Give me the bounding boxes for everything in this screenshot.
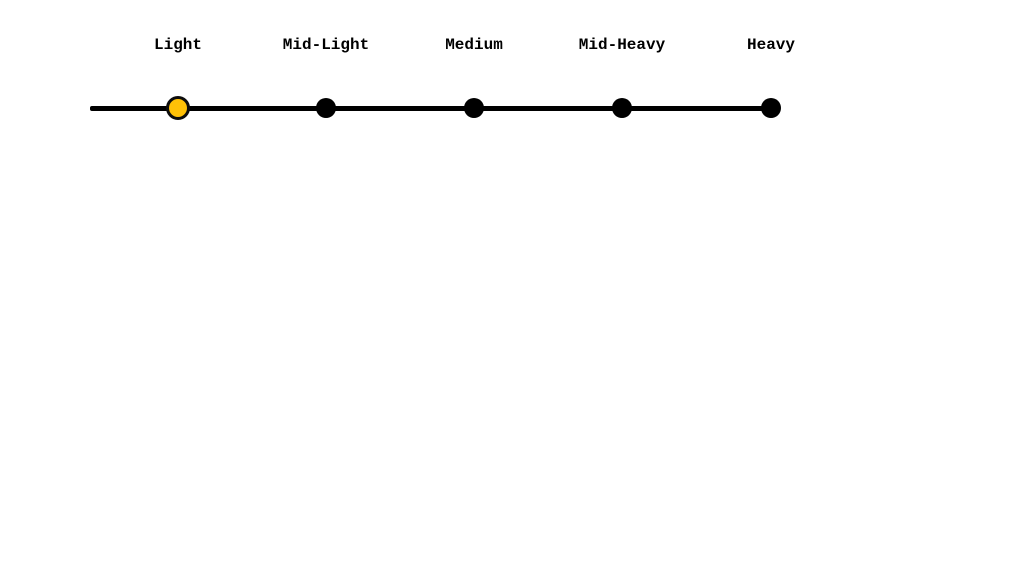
slider-stop-label: Mid-Light [282,36,370,54]
slider-stop-dot[interactable] [761,98,781,118]
slider-stop-label: Medium [445,36,503,54]
slider-stop-label: Mid-Heavy [578,36,666,54]
slider-stop-dot[interactable] [166,96,190,120]
slider-stop-label: Heavy [746,36,796,54]
slider-track[interactable] [90,106,772,111]
slider-stop-dot[interactable] [464,98,484,118]
weight-slider: Light Mid-Light Medium Mid-Heavy Heavy [0,0,1024,180]
slider-stop-label: Light [153,36,203,54]
slider-stop-dot[interactable] [316,98,336,118]
slider-stop-dot[interactable] [612,98,632,118]
